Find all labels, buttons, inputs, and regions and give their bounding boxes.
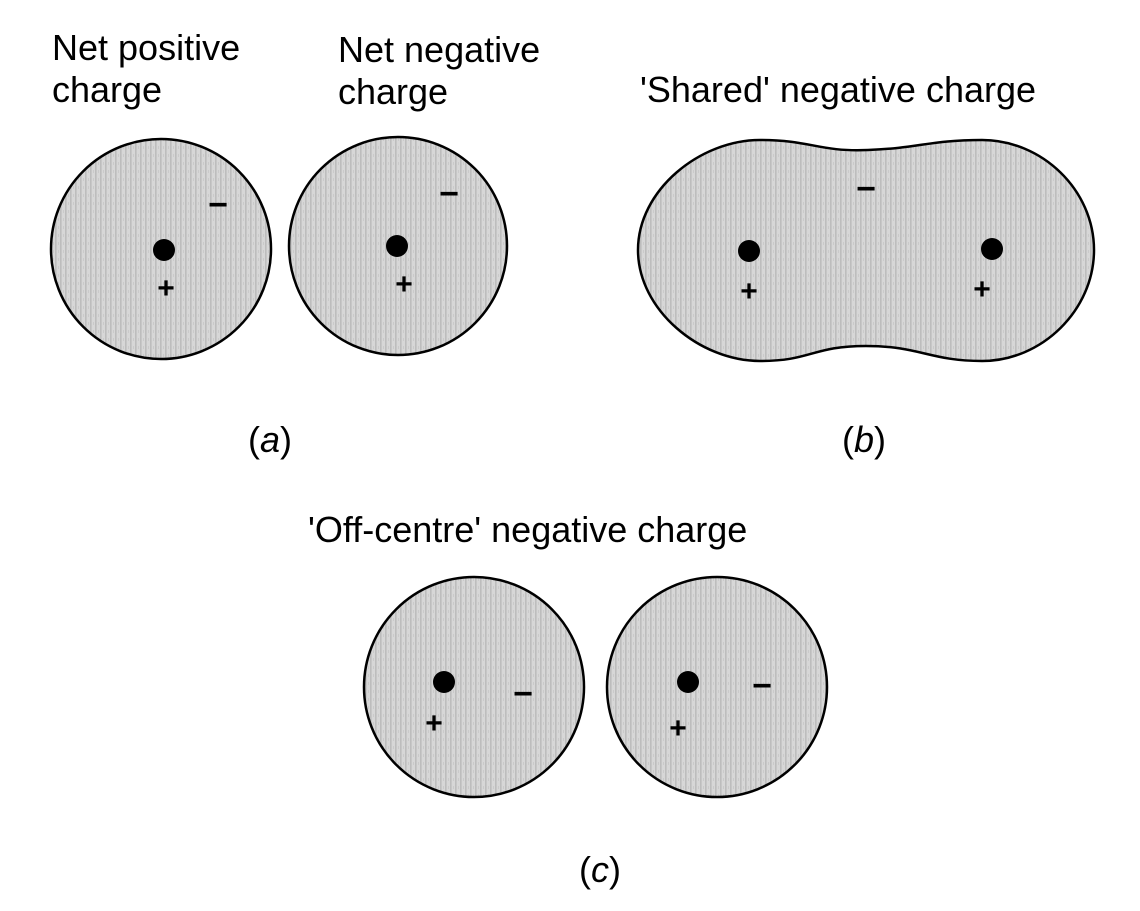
svg-text:(a): (a) — [248, 419, 292, 460]
plus-sign-right: + — [973, 273, 991, 306]
plus-sign: + — [157, 272, 175, 305]
paren-open: ( — [248, 419, 260, 460]
heading-net-positive-line1: Net positive — [52, 27, 240, 68]
nucleus — [677, 671, 699, 693]
minus-sign: − — [856, 170, 876, 208]
minus-sign: − — [439, 175, 459, 213]
electron-cloud — [605, 575, 829, 799]
panel-label-b: (b) — [842, 419, 886, 460]
paren-close: ) — [609, 849, 621, 890]
atom-off-centre-right: + − — [605, 575, 829, 799]
plus-sign-left: + — [740, 275, 758, 308]
heading-net-negative-line2: charge — [338, 71, 448, 112]
minus-sign: − — [513, 675, 533, 713]
electron-cloud — [362, 575, 586, 799]
plus-sign: + — [425, 707, 443, 740]
panel-label-a: (a) — [248, 419, 292, 460]
nucleus — [433, 671, 455, 693]
nucleus-right — [981, 238, 1003, 260]
panel-label-c: (c) — [579, 849, 621, 890]
heading-off-centre: 'Off-centre' negative charge — [308, 509, 747, 550]
label-letter-a: a — [260, 419, 280, 460]
svg-text:(c): (c) — [579, 849, 621, 890]
paren-close: ) — [874, 419, 886, 460]
plus-sign: + — [669, 712, 687, 745]
panel-c: 'Off-centre' negative charge + − + − (c) — [308, 509, 829, 890]
heading-shared: 'Shared' negative charge — [640, 69, 1036, 110]
paren-open: ( — [579, 849, 591, 890]
molecule-shared-charge: + + − — [636, 138, 1096, 363]
atom-off-centre-left: + − — [362, 575, 586, 799]
atom-net-negative: + − — [287, 135, 509, 357]
atom-net-positive: + − — [49, 137, 273, 361]
paren-open: ( — [842, 419, 854, 460]
panel-b: 'Shared' negative charge + + − (b) — [636, 69, 1096, 460]
shared-electron-cloud — [636, 138, 1096, 363]
nucleus — [386, 235, 408, 257]
heading-net-positive-line2: charge — [52, 69, 162, 110]
nucleus — [153, 239, 175, 261]
label-letter-b: b — [854, 419, 874, 460]
nucleus-left — [738, 240, 760, 262]
heading-net-negative-line1: Net negative — [338, 29, 540, 70]
minus-sign: − — [208, 186, 228, 224]
label-letter-c: c — [591, 849, 609, 890]
svg-text:(b): (b) — [842, 419, 886, 460]
minus-sign: − — [752, 667, 772, 705]
paren-close: ) — [280, 419, 292, 460]
plus-sign: + — [395, 268, 413, 301]
panel-a: Net positive charge Net negative charge … — [49, 27, 540, 460]
